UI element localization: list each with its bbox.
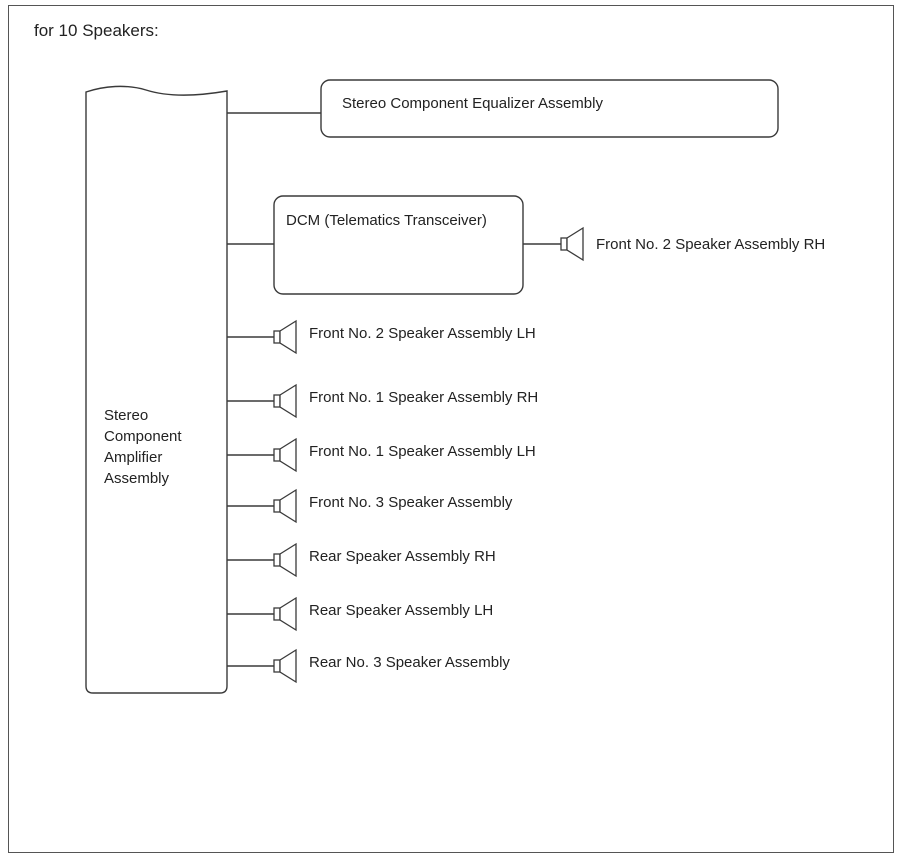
speaker-row: Front No. 1 Speaker Assembly RH <box>227 383 538 419</box>
speaker-label: Front No. 3 Speaker Assembly <box>309 494 513 511</box>
speaker-icon <box>273 437 297 473</box>
amplifier-label-line: Stereo <box>104 407 148 424</box>
speaker-icon <box>273 648 297 684</box>
dcm-block <box>273 195 524 295</box>
speaker-label: Rear No. 3 Speaker Assembly <box>309 654 510 671</box>
amplifier-block <box>85 85 228 694</box>
speaker-row: Front No. 2 Speaker Assembly LH <box>227 319 536 355</box>
speaker-row: Rear Speaker Assembly RH <box>227 542 496 578</box>
speaker-icon <box>273 488 297 524</box>
speaker-label: Rear Speaker Assembly RH <box>309 548 496 565</box>
speaker-row: Front No. 1 Speaker Assembly LH <box>227 437 536 473</box>
speaker-label: Front No. 1 Speaker Assembly LH <box>309 443 536 460</box>
speaker-row: Rear Speaker Assembly LH <box>227 596 493 632</box>
speaker-icon <box>273 383 297 419</box>
speaker-label: Front No. 2 Speaker Assembly LH <box>309 325 536 342</box>
amplifier-label-line: Component <box>104 428 182 445</box>
speaker-icon <box>273 596 297 632</box>
diagram-heading: for 10 Speakers: <box>34 21 159 40</box>
equalizer-block <box>320 79 779 138</box>
speaker-icon <box>273 319 297 355</box>
amplifier-label-line: Assembly <box>104 470 170 487</box>
amplifier-label: Stereo Component Amplifier Assembly <box>104 407 182 487</box>
amplifier-label-line: Amplifier <box>104 449 162 466</box>
dcm-label: DCM (Telematics Transceiver) <box>286 212 487 229</box>
dcm-speaker-label: Front No. 2 Speaker Assembly RH <box>596 236 825 253</box>
speaker-list: Front No. 2 Speaker Assembly LH Front No.… <box>227 319 538 684</box>
speaker-label: Front No. 1 Speaker Assembly RH <box>309 389 538 406</box>
speaker-row: Rear No. 3 Speaker Assembly <box>227 648 510 684</box>
speaker-row: Front No. 3 Speaker Assembly <box>227 488 513 524</box>
speaker-icon <box>560 226 584 262</box>
equalizer-label: Stereo Component Equalizer Assembly <box>342 95 603 112</box>
speaker-label: Rear Speaker Assembly LH <box>309 602 493 619</box>
speaker-icon <box>273 542 297 578</box>
